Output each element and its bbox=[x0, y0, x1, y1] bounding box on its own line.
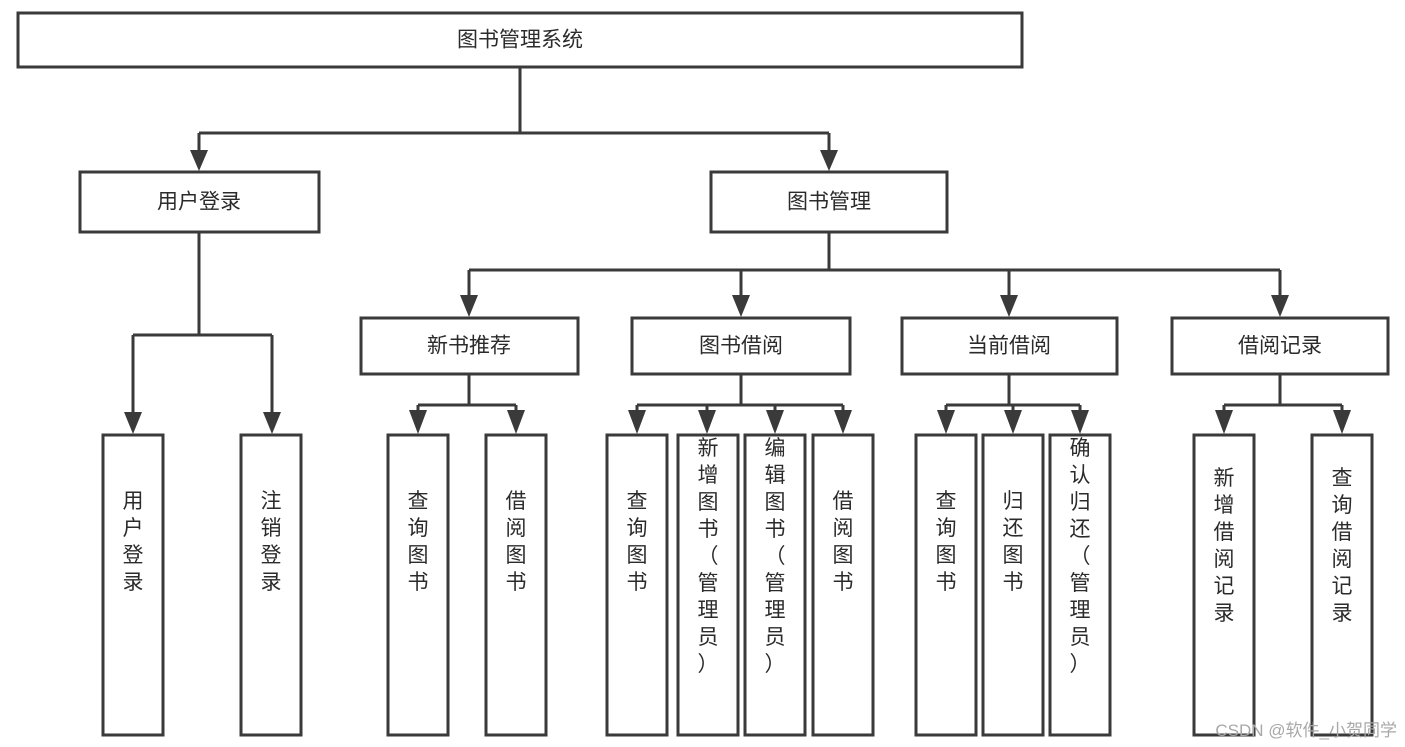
leaf-confirm-return-admin-label: 确认归还（管理员） bbox=[1070, 437, 1091, 676]
leaf-query-book-current[interactable]: 查询图书 bbox=[914, 433, 978, 737]
node-root-box bbox=[16, 11, 1024, 69]
arrow-head-ul-2 bbox=[263, 412, 281, 434]
arrow-head-rc-1 bbox=[1215, 410, 1233, 434]
arrow-head-l3-1 bbox=[460, 295, 478, 317]
node-current-borrow-label: 当前借阅 bbox=[967, 335, 1051, 358]
arrow-head-l3-2 bbox=[732, 295, 750, 317]
leaf-add-borrow-record-box bbox=[1192, 433, 1256, 737]
arrow-head-cb-3 bbox=[1071, 410, 1089, 434]
leaf-query-book-borrow-label: 查询图书 bbox=[627, 490, 648, 594]
node-borrow-records[interactable]: 借阅记录 bbox=[1170, 316, 1390, 376]
leaf-return-book-box bbox=[981, 433, 1045, 737]
leaf-add-book-admin-label: 新增图书（管理员） bbox=[698, 437, 719, 676]
leaf-edit-book-admin[interactable]: 编辑图书（管理员） bbox=[743, 433, 807, 737]
arrow-head-cb-2 bbox=[1004, 410, 1022, 434]
leaf-edit-book-admin-label: 编辑图书（管理员） bbox=[765, 437, 786, 676]
arrow-head-l3-3 bbox=[1000, 295, 1018, 317]
leaf-user-login-box bbox=[101, 433, 165, 737]
node-user-login[interactable]: 用户登录 bbox=[78, 170, 321, 234]
leaf-query-borrow-record-box bbox=[1310, 433, 1374, 737]
node-book-management-box bbox=[709, 170, 949, 234]
node-current-borrow-box bbox=[900, 316, 1119, 376]
leaf-query-book-borrow-box bbox=[605, 433, 669, 737]
node-book-borrow[interactable]: 图书借阅 bbox=[630, 316, 852, 376]
arrow-head-bw-4 bbox=[834, 410, 852, 434]
arrow-head-bw-1 bbox=[628, 410, 646, 434]
leaf-add-book-admin-box bbox=[676, 433, 740, 737]
leaf-query-book-newbook-label: 查询图书 bbox=[408, 490, 429, 594]
arrow-head-user-login bbox=[190, 150, 208, 171]
leaf-query-borrow-record-label: 查询借阅记录 bbox=[1332, 467, 1353, 625]
node-book-borrow-box bbox=[630, 316, 852, 376]
leaf-logout-login[interactable]: 注销登录 bbox=[239, 433, 303, 737]
connectors-root-to-level2 bbox=[190, 67, 838, 171]
node-new-book-recommend-label: 新书推荐 bbox=[427, 335, 511, 358]
arrow-head-bw-3 bbox=[766, 410, 784, 434]
leaf-borrow-book-borrow-box bbox=[811, 433, 875, 737]
node-borrow-records-label: 借阅记录 bbox=[1238, 335, 1322, 358]
arrow-head-bw-2 bbox=[698, 410, 716, 434]
leaf-borrow-book-newbook-box bbox=[484, 433, 548, 737]
connectors-book-mgmt-children bbox=[460, 232, 1289, 317]
connectors-borrow-children bbox=[628, 374, 852, 434]
leaf-user-login-label: 用户登录 bbox=[123, 490, 144, 594]
node-user-login-label: 用户登录 bbox=[157, 191, 241, 214]
leaf-borrow-book-borrow-label: 借阅图书 bbox=[833, 490, 854, 594]
node-root-label: 图书管理系统 bbox=[457, 29, 583, 52]
arrow-head-cb-1 bbox=[937, 410, 955, 434]
node-book-management[interactable]: 图书管理 bbox=[709, 170, 949, 234]
leaf-confirm-return-admin[interactable]: 确认归还（管理员） bbox=[1048, 433, 1112, 737]
node-user-login-box bbox=[78, 170, 321, 234]
leaf-return-book-label: 归还图书 bbox=[1003, 490, 1024, 594]
leaf-add-borrow-record[interactable]: 新增借阅记录 bbox=[1192, 433, 1256, 737]
leaf-query-book-newbook[interactable]: 查询图书 bbox=[386, 433, 450, 737]
leaf-add-book-admin[interactable]: 新增图书（管理员） bbox=[676, 433, 740, 737]
arrow-head-nb-2 bbox=[507, 410, 525, 434]
leaf-borrow-book-newbook[interactable]: 借阅图书 bbox=[484, 433, 548, 737]
node-new-book-recommend[interactable]: 新书推荐 bbox=[359, 316, 580, 376]
connectors-new-book-children bbox=[409, 374, 525, 434]
node-new-book-recommend-box bbox=[359, 316, 580, 376]
node-borrow-records-box bbox=[1170, 316, 1390, 376]
csdn-watermark: CSDN @软件_小贺同学 bbox=[1215, 721, 1397, 740]
leaf-user-login[interactable]: 用户登录 bbox=[101, 433, 165, 737]
node-current-borrow[interactable]: 当前借阅 bbox=[900, 316, 1119, 376]
leaf-edit-book-admin-box bbox=[743, 433, 807, 737]
arrow-head-ul-1 bbox=[124, 412, 142, 434]
leaf-query-book-borrow[interactable]: 查询图书 bbox=[605, 433, 669, 737]
arrow-head-book-mgmt bbox=[820, 150, 838, 171]
leaf-logout-login-label: 注销登录 bbox=[261, 490, 282, 594]
leaf-borrow-book-borrow[interactable]: 借阅图书 bbox=[811, 433, 875, 737]
leaf-return-book[interactable]: 归还图书 bbox=[981, 433, 1045, 737]
node-root-system[interactable]: 图书管理系统 bbox=[16, 11, 1024, 69]
leaf-borrow-book-newbook-label: 借阅图书 bbox=[506, 490, 527, 594]
arrow-head-rc-2 bbox=[1333, 410, 1351, 434]
connectors-records-children bbox=[1215, 374, 1351, 434]
leaf-logout-login-box bbox=[239, 433, 303, 737]
node-book-management-label: 图书管理 bbox=[787, 191, 871, 214]
leaf-query-borrow-record[interactable]: 查询借阅记录 bbox=[1310, 433, 1374, 737]
arrow-head-l3-4 bbox=[1271, 295, 1289, 317]
node-book-borrow-label: 图书借阅 bbox=[699, 335, 783, 358]
leaf-query-book-current-label: 查询图书 bbox=[936, 490, 957, 594]
leaf-add-borrow-record-label: 新增借阅记录 bbox=[1214, 467, 1235, 625]
connectors-current-borrow-children bbox=[937, 374, 1089, 434]
leaf-query-book-current-box bbox=[914, 433, 978, 737]
connectors-user-login-children bbox=[124, 232, 281, 434]
leaf-confirm-return-admin-box bbox=[1048, 433, 1112, 737]
leaf-query-book-newbook-box bbox=[386, 433, 450, 737]
arrow-head-nb-1 bbox=[409, 410, 427, 434]
